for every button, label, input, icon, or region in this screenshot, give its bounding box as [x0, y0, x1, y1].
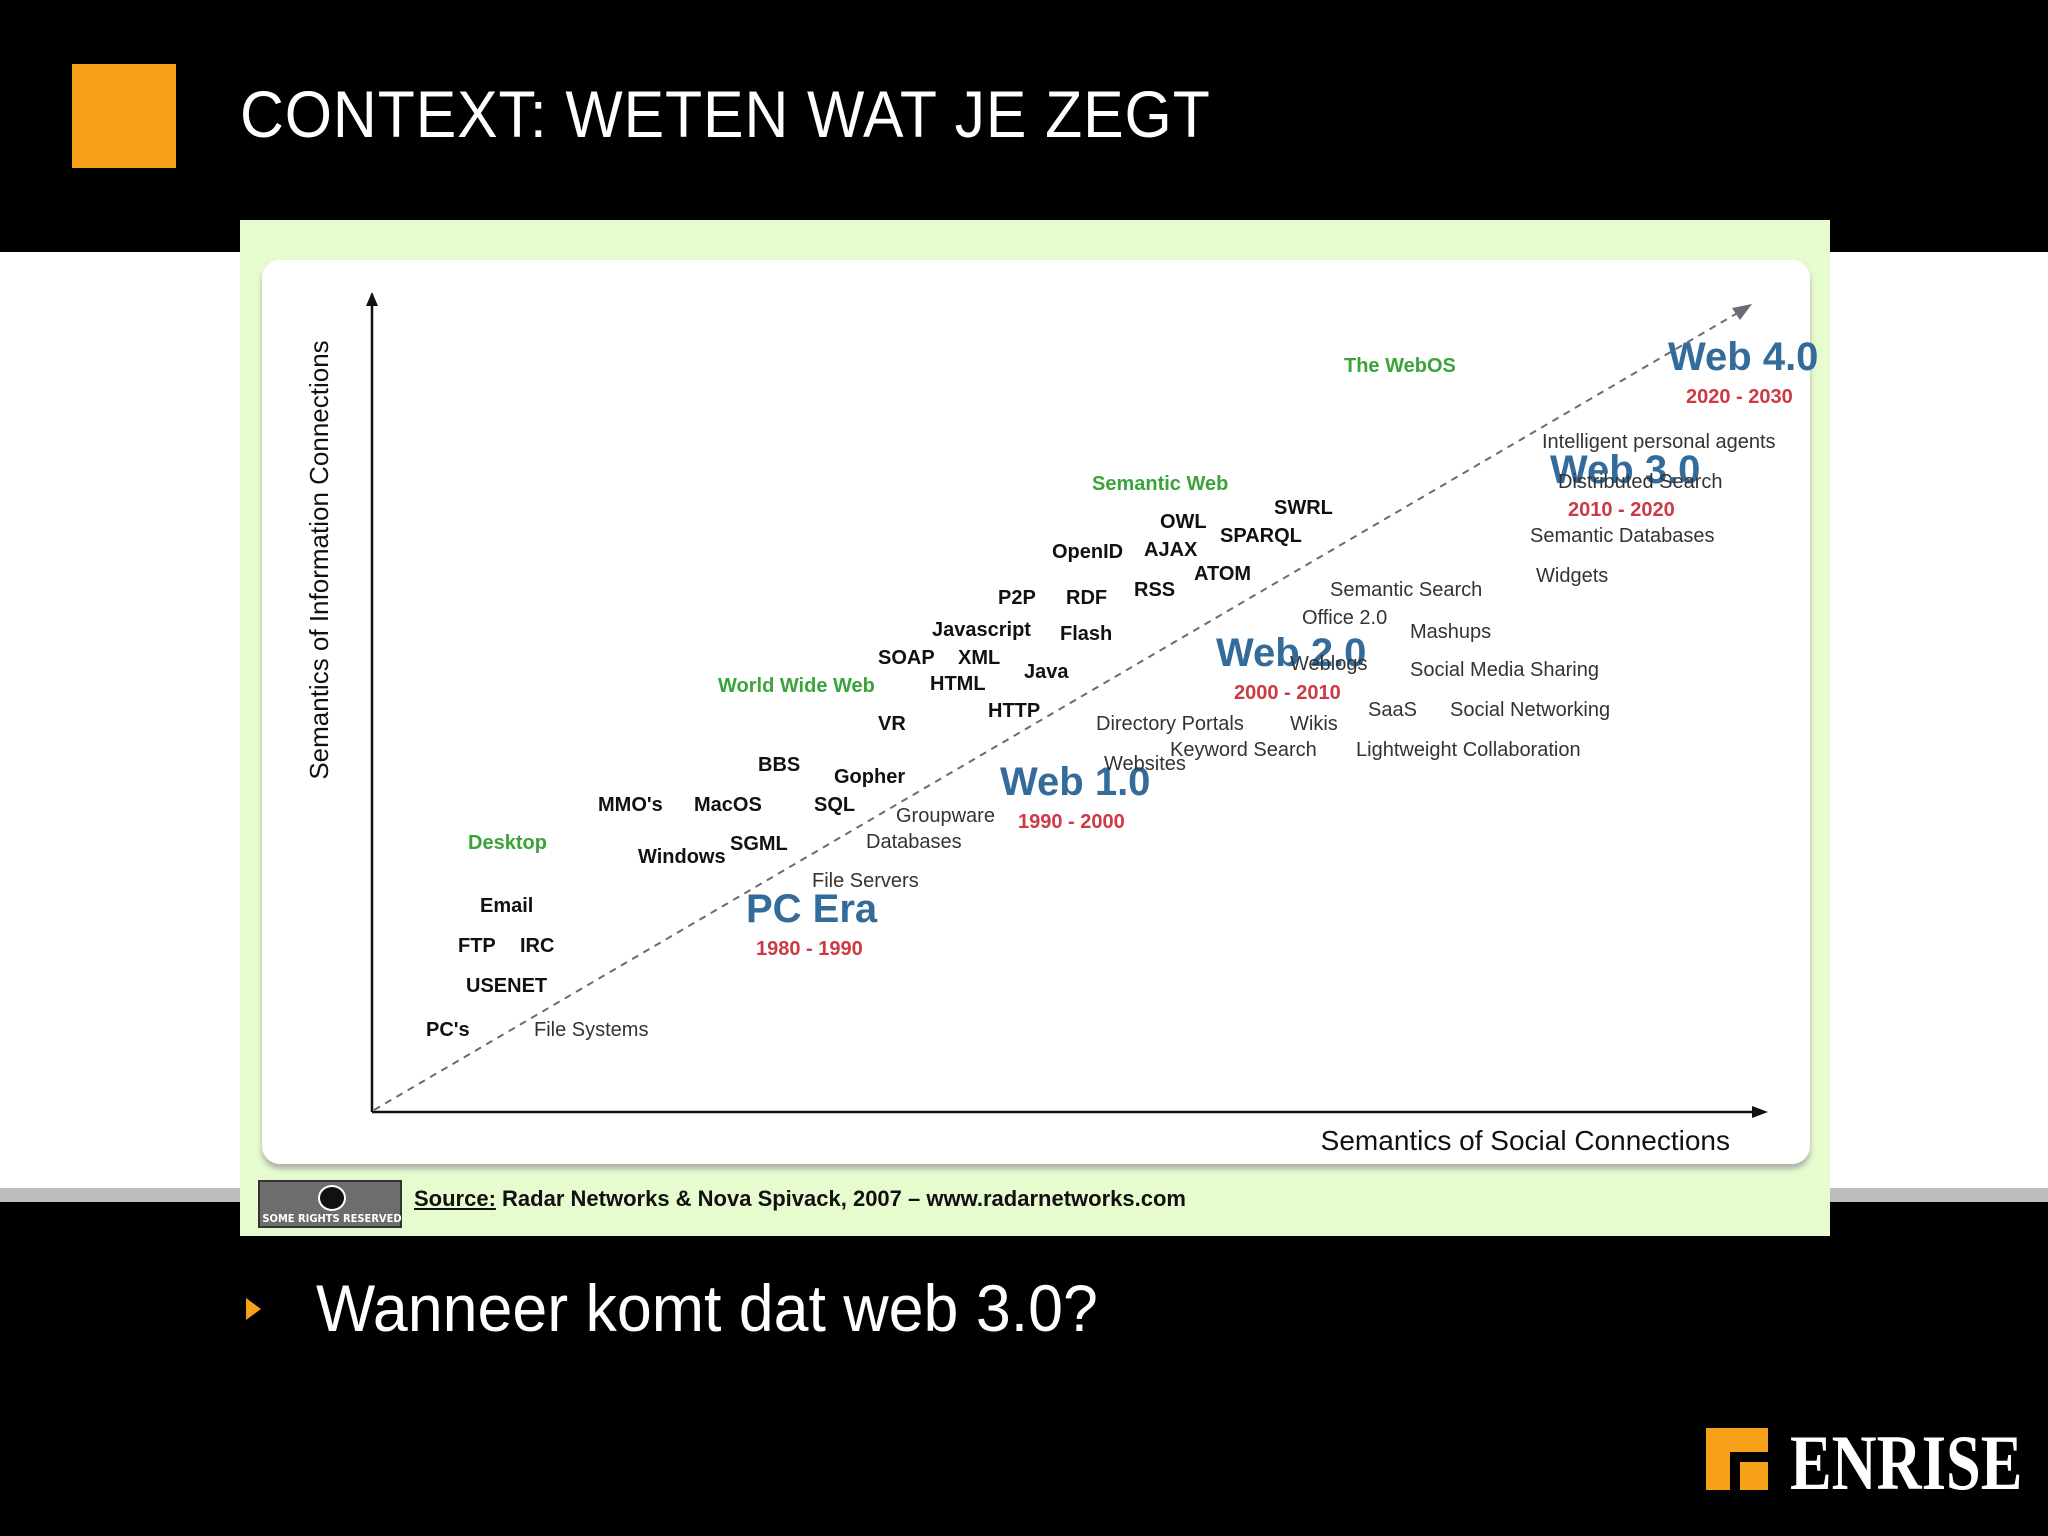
app-intelligent-personal-agents: Intelligent personal agents: [1542, 431, 1776, 453]
tech-atom: ATOM: [1194, 563, 1251, 585]
y-axis-arrowhead: [366, 292, 378, 306]
cc-license-badge: SOME RIGHTS RESERVED: [258, 1180, 402, 1228]
y-axis-label: Semantics of Information Connections: [304, 340, 334, 779]
era-web-4-0: Web 4.0: [1668, 335, 1818, 379]
app-databases: Databases: [866, 831, 962, 853]
app-distributed-search: Distributed Search: [1558, 471, 1723, 493]
category-the-webos: The WebOS: [1344, 355, 1456, 377]
slide-title: CONTEXT: WETEN WAT JE ZEGT: [240, 77, 1211, 151]
tech-openid: OpenID: [1052, 541, 1123, 563]
app-wikis: Wikis: [1290, 713, 1338, 735]
cc-license-text: SOME RIGHTS RESERVED: [262, 1212, 402, 1225]
tech-swrl: SWRL: [1274, 497, 1333, 519]
era-web-2-0: Web 2.0: [1216, 631, 1366, 675]
era-web-1-0: Web 1.0: [1000, 760, 1150, 804]
app-file-servers: File Servers: [812, 870, 919, 892]
tech-java: Java: [1024, 661, 1069, 683]
tech-usenet: USENET: [466, 975, 547, 997]
era-years-web-2-0: 2000 - 2010: [1234, 682, 1341, 704]
tech-flash: Flash: [1060, 623, 1112, 645]
category-world-wide-web: World Wide Web: [718, 675, 875, 697]
tech-irc: IRC: [520, 935, 554, 957]
tech-gopher: Gopher: [834, 766, 905, 788]
app-directory-portals: Directory Portals: [1096, 713, 1244, 735]
app-file-systems: File Systems: [534, 1019, 648, 1041]
era-web-3-0: Web 3.0: [1550, 448, 1700, 492]
tech-html: HTML: [930, 673, 986, 695]
source-text: Radar Networks & Nova Spivack, 2007 – ww…: [502, 1186, 1186, 1211]
tech-owl: OWL: [1160, 511, 1207, 533]
tech-sparql: SPARQL: [1220, 525, 1302, 547]
era-pc-era: PC Era: [746, 887, 878, 931]
cc-icon: [318, 1185, 346, 1211]
tech-vr: VR: [878, 713, 906, 735]
app-office-2-0: Office 2.0: [1302, 607, 1387, 629]
app-saas: SaaS: [1368, 699, 1417, 721]
app-keyword-search: Keyword Search: [1170, 739, 1317, 761]
trend-arrowhead: [1732, 304, 1752, 320]
tech-macos: MacOS: [694, 794, 762, 816]
app-weblogs: Weblogs: [1290, 653, 1367, 675]
tech-rdf: RDF: [1066, 587, 1107, 609]
brand-logo-inner: [1740, 1462, 1768, 1490]
tech-email: Email: [480, 895, 533, 917]
app-widgets: Widgets: [1536, 565, 1608, 587]
tech-rss: RSS: [1134, 579, 1175, 601]
app-semantic-search: Semantic Search: [1330, 579, 1482, 601]
tech-soap: SOAP: [878, 647, 935, 669]
app-social-media-sharing: Social Media Sharing: [1410, 659, 1599, 681]
app-social-networking: Social Networking: [1450, 699, 1610, 721]
app-semantic-databases: Semantic Databases: [1530, 525, 1715, 547]
logo-square: [72, 64, 176, 168]
x-axis-arrowhead: [1752, 1106, 1768, 1118]
era-years-web-3-0: 2010 - 2020: [1568, 499, 1675, 521]
tech-ajax: AJAX: [1144, 539, 1198, 561]
brand-name: ENRISE: [1790, 1419, 2023, 1506]
source-credit: Source: Radar Networks & Nova Spivack, 2…: [414, 1186, 1186, 1212]
category-desktop: Desktop: [468, 832, 547, 854]
x-axis-label: Semantics of Social Connections: [1321, 1125, 1730, 1156]
tech-javascript: Javascript: [932, 619, 1031, 641]
tech-p2p: P2P: [998, 587, 1036, 609]
tech-xml: XML: [958, 647, 1000, 669]
tech-sql: SQL: [814, 794, 855, 816]
tech-pc-s: PC's: [426, 1019, 470, 1041]
app-mashups: Mashups: [1410, 621, 1491, 643]
tech-sgml: SGML: [730, 833, 788, 855]
source-label: Source:: [414, 1186, 496, 1211]
era-years-pc-era: 1980 - 1990: [756, 938, 863, 960]
tech-mmo-s: MMO's: [598, 794, 663, 816]
diagram-panel: [262, 260, 1810, 1164]
bullet-text: Wanneer komt dat web 3.0?: [316, 1271, 1098, 1345]
era-years-web-1-0: 1990 - 2000: [1018, 811, 1125, 833]
app-lightweight-collaboration: Lightweight Collaboration: [1356, 739, 1581, 761]
tech-bbs: BBS: [758, 754, 800, 776]
era-years-web-4-0: 2020 - 2030: [1686, 386, 1793, 408]
trend-dashed-arrow: [373, 307, 1747, 1111]
tech-http: HTTP: [988, 700, 1040, 722]
bullet-arrow-icon: [246, 1298, 261, 1320]
app-groupware: Groupware: [896, 805, 995, 827]
category-semantic-web: Semantic Web: [1092, 473, 1228, 495]
tech-ftp: FTP: [458, 935, 496, 957]
tech-windows: Windows: [638, 846, 726, 868]
diagram-canvas: Semantics of Information ConnectionsSema…: [262, 260, 1818, 1164]
app-websites: Websites: [1104, 753, 1186, 775]
